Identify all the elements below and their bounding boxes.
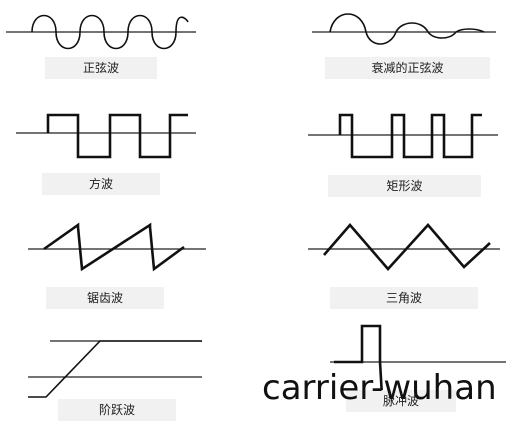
sawtooth-trace	[43, 222, 185, 272]
rectangular-wave-figure	[308, 113, 498, 159]
sawtooth-wave-figure	[28, 222, 206, 272]
rectangular-label: 矩形波	[328, 175, 481, 197]
pulse-wave-figure	[330, 324, 506, 397]
damped-sine-label: 衰减的正弦波	[325, 57, 490, 79]
triangle-label: 三角波	[330, 287, 478, 309]
square-trace	[46, 113, 188, 159]
triangle-trace	[323, 223, 491, 271]
sine-trace	[31, 14, 189, 50]
triangle-wave-figure	[308, 223, 500, 271]
sawtooth-label: 锯齿波	[46, 287, 164, 309]
pulse-trace	[334, 324, 384, 397]
watermark-text: carrier-wuhan	[262, 368, 497, 408]
pulse-label: 脉冲波	[346, 390, 456, 412]
rectangular-trace	[338, 113, 482, 159]
damped-sine-trace	[329, 13, 485, 45]
square-label: 方波	[42, 173, 160, 195]
step-label: 阶跃波	[58, 399, 176, 421]
damped-sine-wave-figure	[312, 13, 496, 45]
square-wave-figure	[16, 113, 196, 159]
step-wave-figure	[28, 340, 202, 398]
step-trace	[28, 340, 202, 398]
sine-wave-figure	[6, 14, 196, 50]
sine-label: 正弦波	[45, 57, 157, 79]
